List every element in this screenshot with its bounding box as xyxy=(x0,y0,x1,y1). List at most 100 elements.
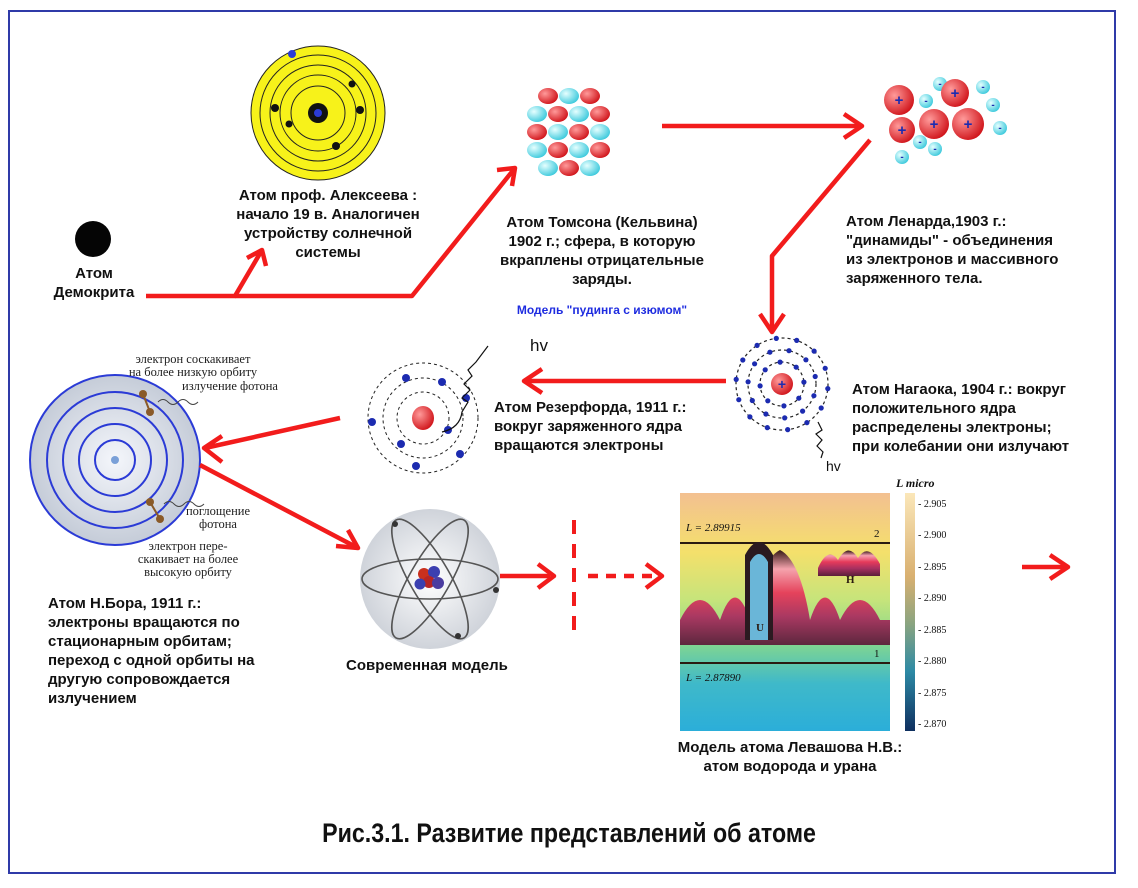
photon-symbol-rutherford: hv xyxy=(530,336,548,355)
levashov-label-h: H xyxy=(846,574,855,586)
bohr-note-jump-up: электрон пере- скакивает на более высоку… xyxy=(137,539,239,579)
negative-charge xyxy=(580,160,600,176)
electron xyxy=(811,393,817,399)
thomson-label: Атом Томсона (Кельвина) 1902 г.; сфера, … xyxy=(500,214,704,288)
minus-sign: - xyxy=(981,82,984,93)
positive-charge xyxy=(590,106,610,122)
electron xyxy=(803,357,809,363)
electron xyxy=(800,408,806,414)
negative-charge xyxy=(569,106,589,122)
arrow-alekseev-thomson xyxy=(235,166,517,299)
minus-sign: - xyxy=(938,79,941,90)
electron xyxy=(745,379,751,385)
scale-tick-label: - 2.900 xyxy=(918,530,947,542)
electron xyxy=(736,397,742,403)
nagaoka-label: Атом Нагаока, 1904 г.: вокруг положитель… xyxy=(852,381,1070,455)
electron xyxy=(796,395,802,401)
electron xyxy=(773,335,779,341)
electron xyxy=(764,425,770,431)
minus-sign: - xyxy=(924,96,927,107)
arrows xyxy=(146,123,1068,579)
scale-tick-label: - 2.905 xyxy=(918,499,947,510)
electron xyxy=(801,379,807,385)
negative-charge xyxy=(913,135,927,149)
positive-charge xyxy=(527,124,547,140)
positive-charge xyxy=(884,85,914,115)
pudding-label: Модель "пудинга с изюмом" xyxy=(516,303,688,317)
nagaoka-atom: + xyxy=(733,335,831,459)
arrow-bohr-modern xyxy=(198,463,358,549)
plus-sign: + xyxy=(930,116,939,133)
rutherford-atom xyxy=(367,345,489,474)
positive-charge xyxy=(580,88,600,104)
scale-tick-label: - 2.870 xyxy=(918,719,947,730)
bohr-label: Атом Н.Бора, 1911 г.: электроны вращаютс… xyxy=(48,595,255,707)
negative-charge xyxy=(993,121,1007,135)
electron xyxy=(786,348,792,354)
modern-label: Современная модель xyxy=(346,657,508,674)
electron xyxy=(747,414,753,420)
positive-charge xyxy=(538,88,558,104)
plus-sign: + xyxy=(898,122,907,139)
lenard-atom: --------+++++ xyxy=(884,77,1007,164)
negative-charge xyxy=(895,150,909,164)
electron xyxy=(777,359,783,365)
plus-sign: + xyxy=(951,85,960,102)
electron xyxy=(811,348,817,354)
alekseev-label: Атом проф. Алексеева : начало 19 в. Анал… xyxy=(236,187,420,261)
minus-sign: - xyxy=(991,100,994,111)
negative-charge xyxy=(986,98,1000,112)
levashov-label: Модель атома Левашова Н.В.: атом водород… xyxy=(677,739,903,775)
positive-charge xyxy=(919,109,949,139)
electron xyxy=(754,342,760,348)
negative-charge xyxy=(919,94,933,108)
scale-tick-label: - 2.880 xyxy=(918,656,947,668)
positive-charge xyxy=(590,142,610,158)
positive-charge xyxy=(952,108,984,140)
minus-sign: - xyxy=(998,123,1001,134)
modern-atom xyxy=(360,509,500,649)
positive-charge xyxy=(548,142,568,158)
levashov-scale-title: L micro xyxy=(896,476,935,490)
electron xyxy=(762,367,768,373)
minus-sign: - xyxy=(918,137,921,148)
negative-charge xyxy=(928,142,942,156)
negative-charge xyxy=(559,88,579,104)
bohr-atom xyxy=(29,374,205,546)
levashov-level-1: 1 xyxy=(874,648,880,660)
arrow-lenard-nagaoka xyxy=(769,138,872,330)
levashov-line-bottom-label: L = 2.87890 xyxy=(686,672,741,684)
thomson-atom xyxy=(527,88,610,176)
electron xyxy=(804,420,810,426)
electron xyxy=(825,386,831,392)
electron xyxy=(785,427,791,433)
negative-charge xyxy=(527,106,547,122)
positive-charge xyxy=(889,117,915,143)
levashov-label-u: U xyxy=(756,622,764,634)
electron xyxy=(812,373,818,380)
scale-tick-label: - 2.875 xyxy=(918,687,947,699)
electron xyxy=(793,364,799,370)
arrow-heads xyxy=(201,112,1071,590)
lenard-label: Атом Ленарда,1903 г.: "динамиды" - объед… xyxy=(846,213,1059,287)
electron xyxy=(757,383,763,389)
electron xyxy=(765,398,771,404)
negative-charge xyxy=(538,160,558,176)
electron xyxy=(781,403,787,409)
svg-text:+: + xyxy=(778,376,786,392)
figure-caption: Рис.3.1. Развитие представлений об атоме xyxy=(322,818,816,848)
negative-charge xyxy=(976,80,990,94)
electron xyxy=(782,415,788,421)
rutherford-label: Атом Резерфорда, 1911 г.: вокруг заряжен… xyxy=(494,399,687,454)
democritus-atom xyxy=(75,221,111,257)
electron xyxy=(767,349,773,355)
electron xyxy=(749,397,755,404)
bohr-note-emission: излучение фотона xyxy=(182,379,278,393)
electron xyxy=(822,365,828,371)
minus-sign: - xyxy=(933,144,936,155)
positive-charge xyxy=(559,160,579,176)
minus-sign: - xyxy=(900,152,903,163)
electron xyxy=(794,337,800,343)
electron xyxy=(740,357,746,363)
